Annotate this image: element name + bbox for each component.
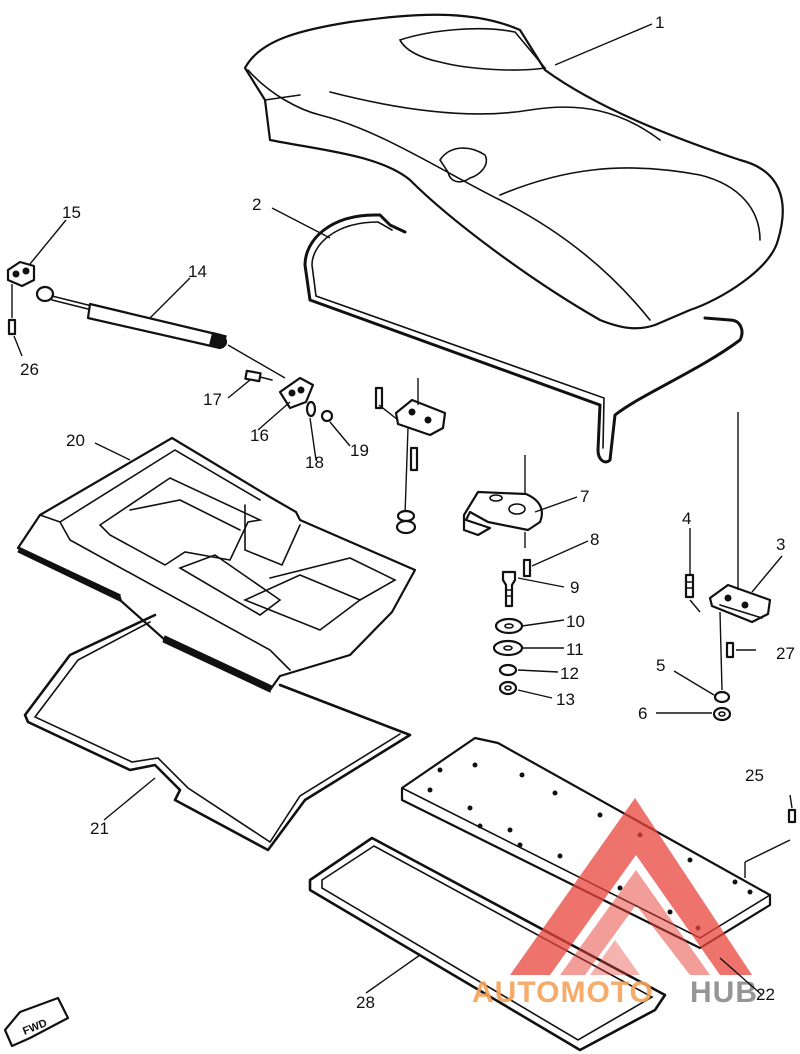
callout-15: 15	[62, 203, 81, 222]
nut-6	[712, 706, 732, 722]
nut-19	[320, 409, 334, 423]
washer-18	[305, 400, 317, 418]
watermark-logo	[510, 798, 752, 975]
logo-triangle-inner	[560, 870, 710, 975]
callout-11: 11	[566, 640, 584, 659]
tray-frame-wire-21	[23, 613, 412, 852]
bracket-15	[6, 260, 36, 288]
callout-labels: 1 2 3 4 5 6 7 8 9 10 11 12 13 14 15 16 1…	[20, 13, 795, 1012]
callout-6: 6	[638, 704, 647, 723]
callout-4: 4	[682, 509, 691, 528]
screw-26	[7, 318, 17, 336]
callout-12: 12	[560, 664, 579, 683]
callout-19: 19	[350, 441, 369, 460]
callout-13: 13	[556, 690, 575, 709]
bolt-4	[684, 573, 695, 599]
callout-1: 1	[655, 13, 664, 32]
nut-13	[498, 680, 518, 696]
fwd-direction-badge: FWD	[3, 996, 70, 1048]
gasket-28	[308, 836, 667, 1052]
screw-25	[787, 808, 797, 824]
callout-16: 16	[250, 426, 269, 445]
gas-strut-14	[35, 285, 228, 350]
storage-tray-20	[16, 436, 417, 693]
callout-8: 8	[590, 530, 599, 549]
washer-11	[492, 639, 524, 657]
watermark-text-suffix: HUB	[690, 976, 758, 1009]
callout-18: 18	[305, 453, 324, 472]
hinge-block-7	[462, 490, 543, 537]
seat-frame-wire	[303, 213, 744, 464]
hinge-center	[394, 398, 447, 437]
hinge-right	[708, 583, 772, 624]
callout-27: 27	[776, 644, 795, 663]
bolt-17	[244, 369, 273, 383]
leader-lines	[13, 23, 793, 996]
screw-8	[522, 558, 532, 578]
screw-27	[725, 641, 735, 659]
callout-25: 25	[745, 766, 764, 785]
callout-3: 3	[776, 535, 785, 554]
callout-20: 20	[66, 431, 85, 450]
seat-cushion	[243, 13, 784, 330]
callout-5: 5	[656, 656, 665, 675]
washer-12	[498, 663, 518, 677]
bracket-16	[278, 376, 315, 410]
washer-10	[494, 617, 524, 635]
callout-2: 2	[252, 195, 261, 214]
callout-28: 28	[356, 993, 375, 1012]
callout-7: 7	[580, 487, 589, 506]
callout-21: 21	[90, 819, 109, 838]
callout-14: 14	[188, 262, 207, 281]
stud-9	[501, 570, 517, 608]
callout-10: 10	[566, 612, 585, 631]
logo-triangle-outer	[510, 798, 752, 975]
watermark-text-main: AUTOMOTO	[472, 976, 654, 1009]
callout-26: 26	[20, 360, 39, 379]
callout-9: 9	[570, 578, 579, 597]
washer-5	[713, 690, 731, 704]
callout-22: 22	[756, 985, 775, 1004]
callout-17: 17	[203, 390, 222, 409]
logo-triangle-small	[590, 940, 640, 975]
